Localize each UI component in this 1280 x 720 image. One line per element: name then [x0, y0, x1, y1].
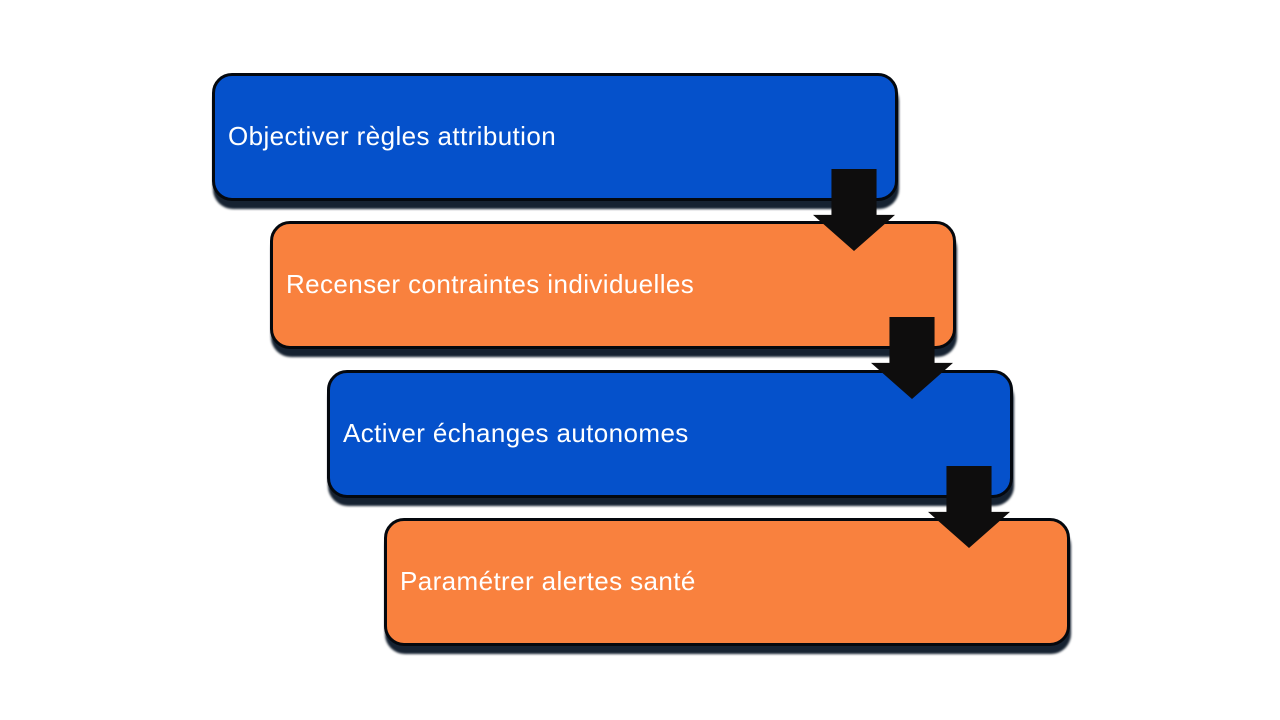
step-box-3: Activer échanges autonomes — [327, 370, 1013, 498]
step-label-2: Recenser contraintes individuelles — [286, 269, 695, 300]
step-label-1: Objectiver règles attribution — [228, 121, 557, 152]
step-box-1: Objectiver règles attribution — [212, 73, 898, 201]
step-label-4: Paramétrer alertes santé — [400, 566, 696, 597]
step-box-4: Paramétrer alertes santé — [384, 518, 1070, 646]
step-box-2: Recenser contraintes individuelles — [270, 221, 956, 349]
step-label-3: Activer échanges autonomes — [343, 418, 689, 449]
